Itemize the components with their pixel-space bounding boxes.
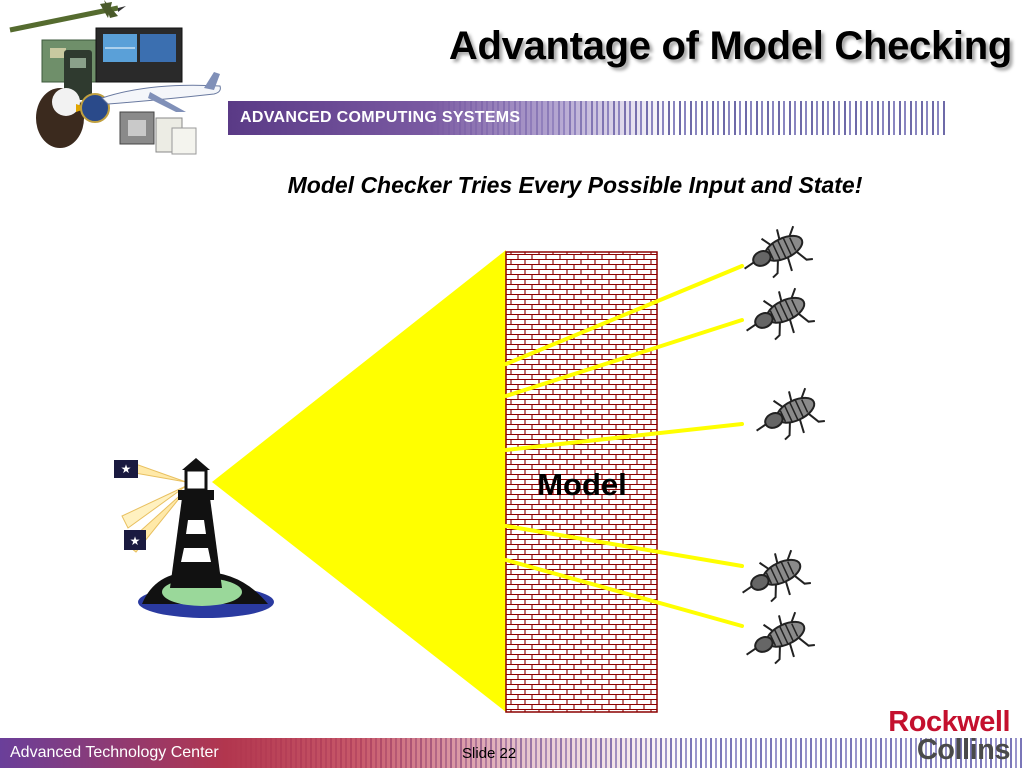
section-banner: ADVANCED COMPUTING SYSTEMS [228,101,946,135]
seal-icon [80,93,110,123]
bug-icon-4 [742,549,811,603]
ray-4 [504,524,744,568]
airliner-icon [101,72,221,112]
bug-icon-3 [756,387,825,441]
aerospace-collage-image [9,0,221,155]
search-beam [212,250,506,712]
company-logo: Rockwell Collins [848,706,1011,766]
slide-subtitle: Model Checker Tries Every Possible Input… [287,172,863,198]
slide-number: Slide 22 [462,745,517,762]
eagle-icon [36,88,88,148]
banner-label: ADVANCED COMPUTING SYSTEMS [240,109,521,126]
slide-title: Advantage of Model Checking [448,24,1012,68]
search-rays [504,264,744,628]
bug-icon-1 [744,225,813,279]
lighthouse-icon: ★ ★ [114,458,274,618]
model-wall [505,251,658,713]
svg-text:★: ★ [130,534,141,548]
ray-5 [504,558,744,628]
ray-2 [504,318,744,398]
svg-text:★: ★ [121,462,132,476]
footer-organization: Advanced Technology Center [10,744,219,761]
logo-line-1: Rockwell [888,706,1010,738]
model-label: Model [537,467,627,502]
footer-band [0,738,1024,768]
ray-3 [504,422,744,452]
bug-icon-2 [746,287,815,341]
bug-icon-5 [746,611,815,665]
logo-line-2: Collins [916,734,1011,766]
ray-1 [504,264,744,366]
missile-icon [9,0,126,33]
